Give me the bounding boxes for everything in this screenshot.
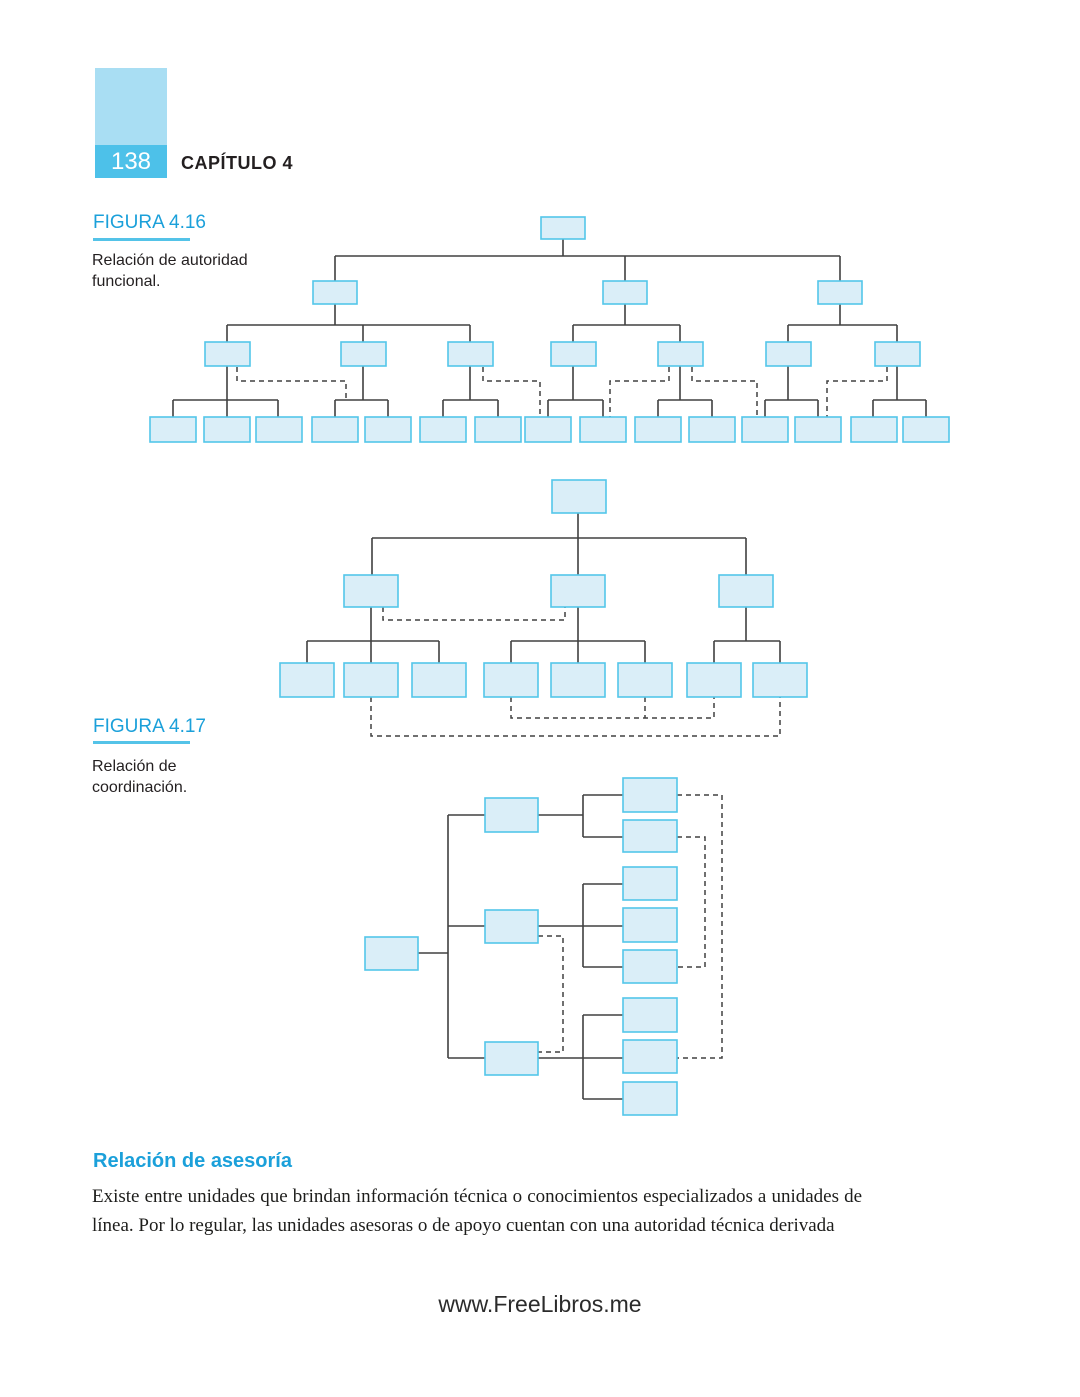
org-unit-box	[484, 797, 539, 833]
page-tab-decoration	[95, 68, 167, 145]
org-unit-box	[474, 416, 522, 443]
org-unit-box	[622, 777, 678, 813]
org-unit-box	[364, 936, 419, 971]
org-unit-box	[622, 819, 678, 853]
org-unit-box	[622, 949, 678, 984]
figure-417-underline	[93, 741, 190, 744]
org-unit-box	[622, 866, 678, 901]
dashed-relation-line	[677, 836, 706, 968]
figure-416-caption-line2: funcional.	[92, 273, 161, 290]
org-unit-box	[411, 662, 467, 698]
org-unit-box	[718, 574, 774, 608]
org-unit-box	[602, 280, 648, 305]
org-unit-box	[311, 416, 359, 443]
org-unit-box	[622, 1039, 678, 1074]
dashed-relation-line	[236, 367, 347, 400]
org-unit-box	[765, 341, 812, 367]
org-unit-box	[550, 341, 597, 367]
org-unit-box	[203, 416, 251, 443]
org-unit-box	[622, 997, 678, 1033]
dashed-relation-line	[691, 367, 758, 417]
org-unit-box	[634, 416, 682, 443]
dashed-relation-line	[609, 367, 670, 417]
org-unit-box	[343, 574, 399, 608]
page-number-badge: 138	[95, 145, 167, 178]
org-chart-coordination	[279, 479, 808, 737]
org-unit-box	[752, 662, 808, 698]
org-unit-box	[447, 341, 494, 367]
org-chart-coordination-horizontal	[364, 777, 723, 1116]
org-unit-box	[579, 416, 627, 443]
dashed-relation-line	[677, 794, 723, 1059]
org-unit-box	[551, 479, 607, 514]
org-chart-functional-authority	[149, 216, 950, 443]
org-unit-box	[484, 1041, 539, 1076]
figure-416-underline	[93, 238, 190, 241]
org-unit-box	[550, 662, 606, 698]
org-unit-box	[657, 341, 704, 367]
org-unit-box	[149, 416, 197, 443]
org-unit-box	[874, 341, 921, 367]
org-unit-box	[622, 1081, 678, 1116]
org-unit-box	[419, 416, 467, 443]
org-unit-box	[364, 416, 412, 443]
body-paragraph: Existe entre unidades que brindan inform…	[92, 1186, 862, 1236]
org-unit-box	[902, 416, 950, 443]
figure-416-caption: Relación de autoridad funcional.	[92, 250, 248, 292]
figure-416-caption-line1: Relación de autoridad	[92, 252, 248, 269]
dashed-relation-line	[826, 367, 888, 417]
org-unit-box	[688, 416, 736, 443]
figure-417-caption: Relación de coordinación.	[92, 756, 187, 798]
org-unit-box	[741, 416, 789, 443]
org-unit-box	[686, 662, 742, 698]
org-unit-box	[279, 662, 335, 698]
figure-417-caption-line1: Relación de	[92, 758, 177, 775]
figure-417-label: FIGURA 4.17	[93, 716, 206, 737]
figure-417-caption-line2: coordinación.	[92, 779, 188, 796]
dashed-relation-line	[382, 607, 566, 621]
dashed-relation-line	[370, 697, 781, 737]
org-unit-box	[255, 416, 303, 443]
org-unit-box	[817, 280, 863, 305]
org-unit-box	[850, 416, 898, 443]
org-unit-box	[617, 662, 673, 698]
footer-watermark: www.FreeLibros.me	[438, 1291, 642, 1317]
org-unit-box	[540, 216, 586, 240]
org-unit-box	[483, 662, 539, 698]
dashed-relation-line	[510, 697, 715, 719]
org-unit-box	[343, 662, 399, 698]
figure-416-label: FIGURA 4.16	[93, 212, 206, 233]
chapter-title: CAPÍTULO 4	[181, 153, 294, 173]
dashed-relation-line	[482, 367, 541, 417]
dashed-relation-line	[538, 935, 564, 1053]
org-unit-box	[484, 909, 539, 944]
org-unit-box	[340, 341, 387, 367]
page-number: 138	[110, 147, 152, 175]
org-unit-box	[524, 416, 572, 443]
org-unit-box	[794, 416, 842, 443]
org-unit-box	[622, 907, 678, 943]
org-unit-box	[312, 280, 358, 305]
org-unit-box	[550, 574, 606, 608]
section-heading: Relación de asesoría	[93, 1150, 292, 1172]
org-unit-box	[204, 341, 251, 367]
